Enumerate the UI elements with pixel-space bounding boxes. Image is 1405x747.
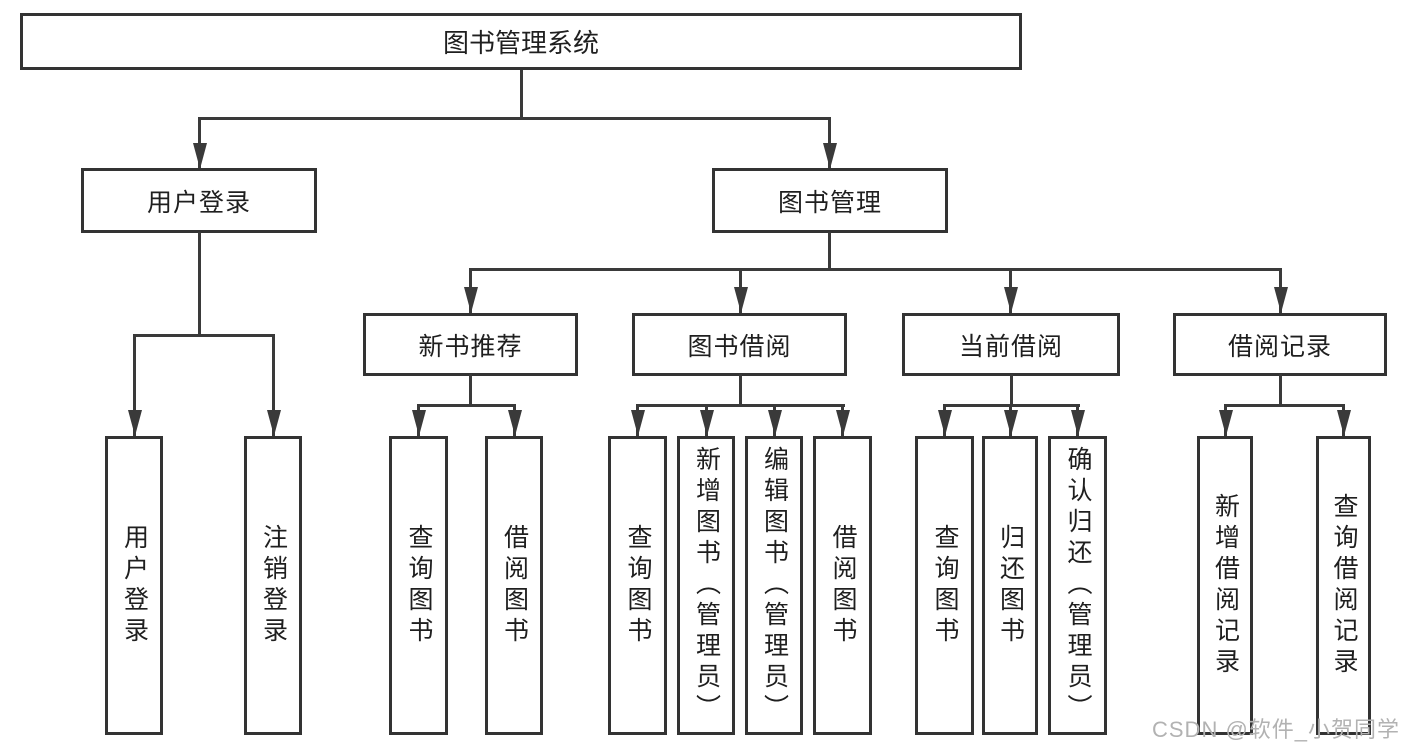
connector-borrow-records-bus: [1224, 404, 1345, 407]
arrow-to-leaf-user-login: [127, 336, 142, 436]
connector-borrow-records-stub: [1279, 374, 1282, 407]
connector-root-stub: [520, 70, 523, 118]
arrow-to-current-borrow: [1003, 270, 1018, 313]
connector-user-login-stub: [198, 232, 201, 336]
leaf-rec-borrow-book: 借阅图书: [485, 436, 543, 735]
arrow-to-leaf-cb-confirm: [1070, 406, 1085, 436]
leaf-br-query-record: 查询借阅记录: [1316, 436, 1371, 735]
arrow-to-leaf-cb-return: [1003, 406, 1018, 436]
leaf-logout: 注销登录: [244, 436, 302, 735]
leaf-bb-query-book: 查询图书: [608, 436, 667, 735]
connector-user-login-bus: [133, 334, 275, 337]
arrow-to-leaf-rec-query: [411, 406, 426, 436]
arrow-to-leaf-br-add: [1218, 406, 1233, 436]
node-book-borrow: 图书借阅: [632, 313, 847, 376]
arrow-to-leaf-logout: [266, 336, 281, 436]
node-root: 图书管理系统: [20, 13, 1022, 70]
node-borrow-records: 借阅记录: [1173, 313, 1387, 376]
arrow-to-leaf-rec-borrow: [507, 406, 522, 436]
watermark: CSDN @软件_小贺同学: [1152, 717, 1401, 742]
connector-current-borrow-bus: [943, 404, 1080, 407]
arrow-to-leaf-bb-borrow: [835, 406, 850, 436]
node-book-mgmt: 图书管理: [712, 168, 948, 233]
leaf-bb-add-book: 新增图书（管理员）: [677, 436, 735, 735]
connector-new-book-rec-stub: [469, 374, 472, 407]
connector-level2-bus: [198, 117, 831, 120]
node-new-book-rec: 新书推荐: [363, 313, 578, 376]
connector-book-mgmt-stub: [828, 232, 831, 269]
leaf-cb-return-book: 归还图书: [982, 436, 1038, 735]
arrow-to-leaf-br-query: [1336, 406, 1351, 436]
arrow-to-user-login: [192, 118, 207, 169]
connector-book-borrow-bus: [636, 404, 845, 407]
leaf-br-add-record: 新增借阅记录: [1197, 436, 1253, 735]
connector-new-book-rec-bus: [417, 404, 516, 407]
arrow-to-leaf-bb-add: [699, 406, 714, 436]
leaf-bb-borrow-book: 借阅图书: [813, 436, 872, 735]
arrow-to-leaf-bb-edit: [767, 406, 782, 436]
connector-level3-bus: [469, 268, 1282, 271]
leaf-cb-confirm-return: 确认归还（管理员）: [1048, 436, 1107, 735]
arrow-to-leaf-cb-query: [937, 406, 952, 436]
arrow-to-book-mgmt: [822, 118, 837, 169]
leaf-bb-edit-book: 编辑图书（管理员）: [745, 436, 803, 735]
connector-book-borrow-stub: [739, 374, 742, 407]
arrow-to-leaf-bb-query: [630, 406, 645, 436]
leaf-cb-query-book: 查询图书: [915, 436, 974, 735]
leaf-user-login: 用户登录: [105, 436, 163, 735]
connector-current-borrow-stub: [1010, 374, 1013, 407]
arrow-to-new-book-rec: [463, 270, 478, 313]
arrow-to-borrow-records: [1273, 270, 1288, 313]
leaf-rec-query-book: 查询图书: [389, 436, 448, 735]
arrow-to-book-borrow: [733, 270, 748, 313]
node-current-borrow: 当前借阅: [902, 313, 1120, 376]
node-user-login: 用户登录: [81, 168, 317, 233]
